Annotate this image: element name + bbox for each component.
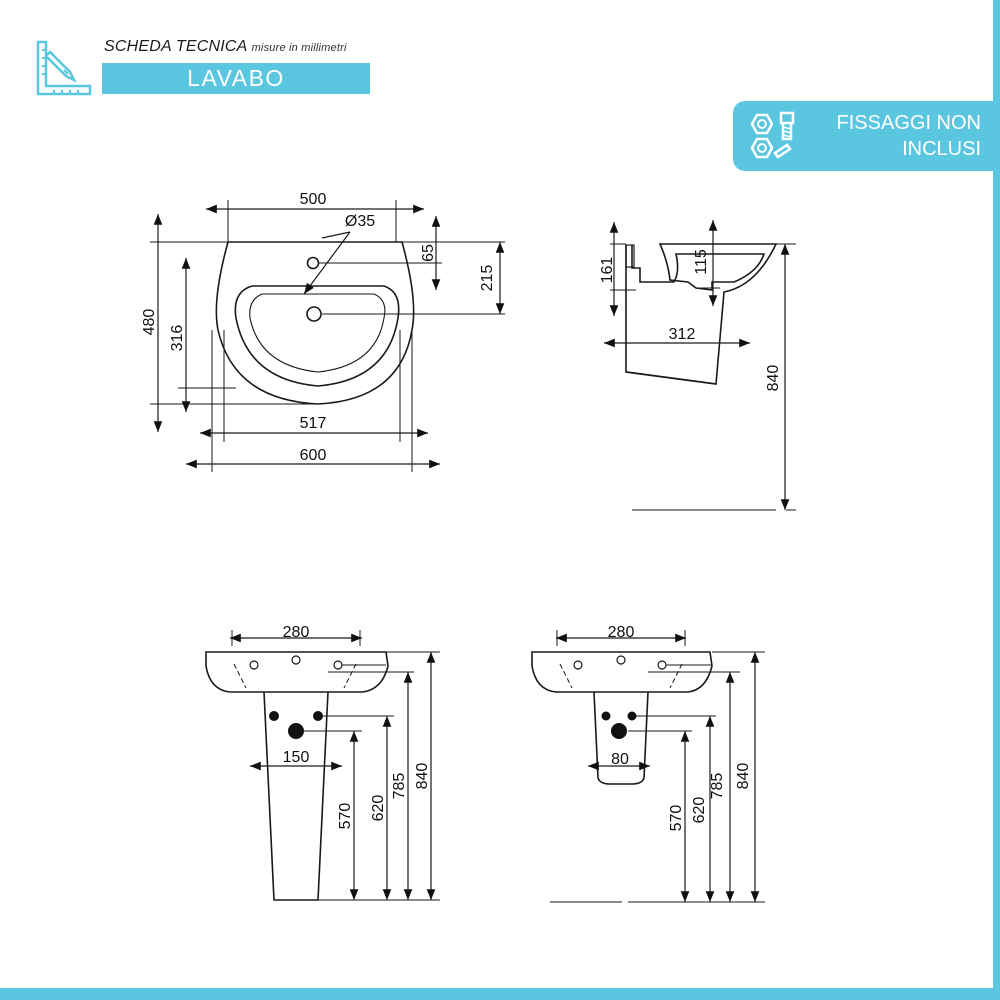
dim-65: 65	[420, 244, 437, 262]
fixings-text-line2: INCLUSI	[902, 138, 981, 160]
side-view	[604, 220, 796, 511]
frame-border-bottom	[0, 988, 1000, 1000]
fixings-text-line1: FISSAGGI NON	[836, 112, 981, 134]
semipedestal-cover	[593, 691, 649, 785]
pedestal-fixings	[269, 711, 323, 739]
semi-dim-280: 280	[608, 624, 635, 641]
side-wall-plate	[625, 244, 635, 268]
pedestal-tap-hole-center	[291, 655, 301, 665]
fixings-text: FISSAGGI NON INCLUSI	[791, 110, 981, 162]
bowl-outline	[234, 285, 400, 387]
ped-dim-280: 280	[283, 624, 310, 641]
pedestal-fixing-left	[269, 711, 279, 721]
basin-outline	[215, 241, 415, 405]
frame-border-right	[993, 0, 1000, 1000]
dim-480: 480	[141, 309, 158, 336]
bolt-nut-icon	[750, 111, 795, 159]
semi-tap-hole-right	[657, 660, 667, 670]
sheet-title: SCHEDA TECNICA	[104, 38, 248, 55]
dim-840-side: 840	[765, 365, 782, 392]
dim-hole-35: Ø35	[345, 213, 375, 230]
pedestal-view	[205, 630, 440, 901]
dim-600: 600	[300, 447, 327, 464]
dim-215: 215	[479, 265, 496, 292]
semi-fixing-left	[601, 711, 611, 721]
pedestal-tap-hole-right	[333, 660, 343, 670]
semipedestal-view	[531, 630, 765, 903]
pedestal-waste-pipe	[288, 723, 304, 739]
dim-316: 316	[169, 325, 186, 352]
semi-tap-hole-center	[616, 655, 626, 665]
ped-dim-620: 620	[370, 795, 387, 822]
ped-dim-150: 150	[283, 749, 310, 766]
pedestal-tap-hole-left	[249, 660, 259, 670]
dim-517: 517	[300, 415, 327, 432]
ped-dim-785: 785	[391, 773, 408, 800]
units-note: misure in millimetri	[251, 42, 347, 54]
drain-hole	[306, 306, 322, 322]
dim-115: 115	[693, 249, 710, 275]
semi-tap-hole-left	[573, 660, 583, 670]
semi-waste-pipe	[611, 723, 627, 739]
product-name: LAVABO	[187, 65, 285, 91]
dim-161: 161	[599, 257, 616, 284]
bowl-inner	[249, 293, 386, 373]
semi-dim-620: 620	[691, 797, 708, 824]
fixings-badge: FISSAGGI NON INCLUSI	[733, 101, 995, 171]
ped-dim-570: 570	[337, 803, 354, 830]
product-name-bar: LAVABO	[102, 63, 370, 94]
semipedestal-fixings	[601, 711, 637, 739]
semi-dim-785: 785	[709, 773, 726, 800]
top-view	[150, 200, 505, 472]
semi-fixing-right	[627, 711, 637, 721]
pedestal-column	[263, 691, 329, 901]
semi-dim-80: 80	[611, 751, 629, 768]
pedestal-fixing-right	[313, 711, 323, 721]
semi-dim-840: 840	[735, 763, 752, 790]
side-basin-profile	[625, 243, 778, 385]
ruler-pencil-icon	[36, 40, 92, 96]
ped-dim-840: 840	[414, 763, 431, 790]
dim-312: 312	[669, 326, 696, 343]
dim-width-500: 500	[300, 191, 327, 208]
semi-dim-570: 570	[668, 805, 685, 832]
tap-hole	[306, 256, 320, 270]
